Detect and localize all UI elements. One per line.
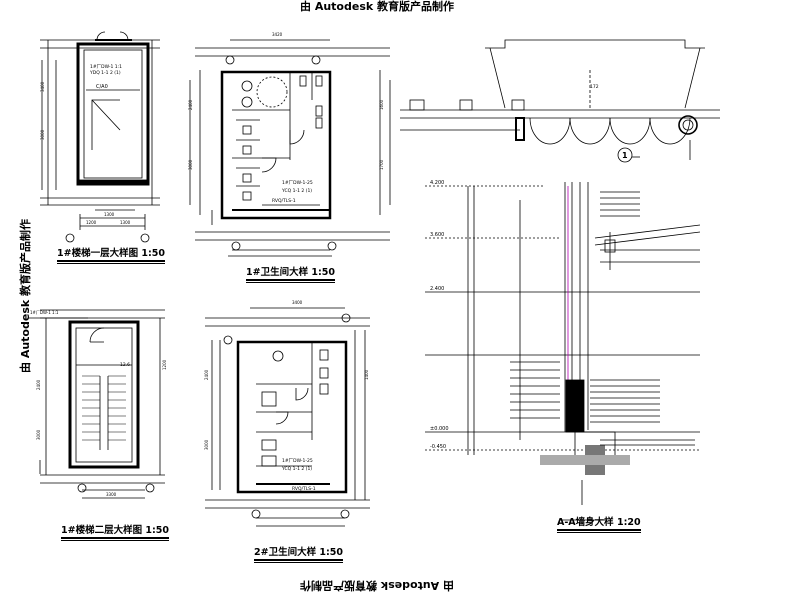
svg-text:1#厂DW-1 1:1: 1#厂DW-1 1:1: [90, 64, 122, 70]
elevation-mark: ±0.000: [430, 426, 449, 432]
svg-text:1#厂DW-1-25: 1#厂DW-1-25: [282, 180, 313, 186]
svg-text:3000: 3000: [188, 159, 193, 170]
svg-text:YDQ 1-1 2 (1): YDQ 1-1 2 (1): [89, 70, 121, 76]
elevation-mark: 3.600: [430, 232, 444, 238]
wc1-plan: 1#厂DW-1-25 YCQ 1-1 2 (1) RVQ/TLS-1 3420 …: [188, 32, 391, 257]
svg-text:1#厂DW-1-25: 1#厂DW-1-25: [282, 458, 313, 464]
svg-text:3400: 3400: [292, 300, 303, 305]
watermark-top: 由 Autodesk 教育版产品制作: [300, 0, 455, 13]
svg-text:RVQ/TLS-1: RVQ/TLS-1: [292, 486, 316, 492]
svg-text:3300: 3300: [106, 492, 117, 497]
wall-section-title: A-A墙身大样 1:20: [557, 514, 641, 533]
svg-text:YCQ 1-1 2 (1): YCQ 1-1 2 (1): [281, 466, 312, 472]
stair1-floor2-title: 1#楼梯二层大样图 1:50: [61, 522, 170, 541]
stair1-floor1-title: 1#楼梯一层大样图 1:50: [57, 245, 166, 264]
svg-text:172: 172: [590, 84, 599, 90]
svg-text:C/A0: C/A0: [96, 84, 108, 90]
wc2-plan: 1#厂DW-1-25 YCQ 1-1 2 (1) RVQ/TLS-1 3400 …: [204, 300, 370, 527]
svg-text:1200: 1200: [86, 220, 97, 225]
svg-text:1700: 1700: [379, 159, 384, 170]
svg-text:2400: 2400: [188, 99, 193, 110]
stair1-floor2-plan: 3300 1#厂DW-1 1:1 12.6 2400 3000 1200: [28, 309, 167, 499]
arch-detail: 172 1: [400, 39, 720, 163]
svg-text:1300: 1300: [120, 220, 131, 225]
elevation-mark: 4.200: [430, 180, 444, 186]
svg-text:1400: 1400: [364, 369, 369, 380]
svg-text:2400: 2400: [36, 379, 41, 390]
svg-text:3000: 3000: [36, 429, 41, 440]
elevation-mark: 2.400: [430, 286, 444, 292]
svg-text:RVQ/TLS-1: RVQ/TLS-1: [272, 198, 296, 204]
elevation-mark: -0.450: [430, 444, 446, 450]
svg-text:3420: 3420: [272, 32, 283, 37]
svg-text:YCQ 1-1 2 (1): YCQ 1-1 2 (1): [281, 188, 312, 194]
stair1-floor1-plan: 1300 1200 1300 1#厂DW-1 1:1 YDQ 1-1 2 (1)…: [40, 31, 160, 243]
svg-text:1300: 1300: [104, 212, 115, 217]
svg-text:3000: 3000: [204, 439, 209, 450]
detail-marker-number: 1: [622, 151, 628, 160]
svg-text:12.6: 12.6: [120, 362, 130, 368]
svg-text:2400: 2400: [204, 369, 209, 380]
wc1-title: 1#卫生间大样 1:50: [246, 264, 336, 283]
svg-text:3000: 3000: [40, 129, 45, 140]
svg-text:1#厂DW-1 1:1: 1#厂DW-1 1:1: [30, 310, 59, 315]
svg-text:1600: 1600: [379, 99, 384, 110]
svg-text:3400: 3400: [40, 81, 45, 92]
wall-section: [425, 182, 701, 521]
wc2-title: 2#卫生间大样 1:50: [254, 544, 344, 563]
svg-text:1200: 1200: [162, 359, 167, 370]
